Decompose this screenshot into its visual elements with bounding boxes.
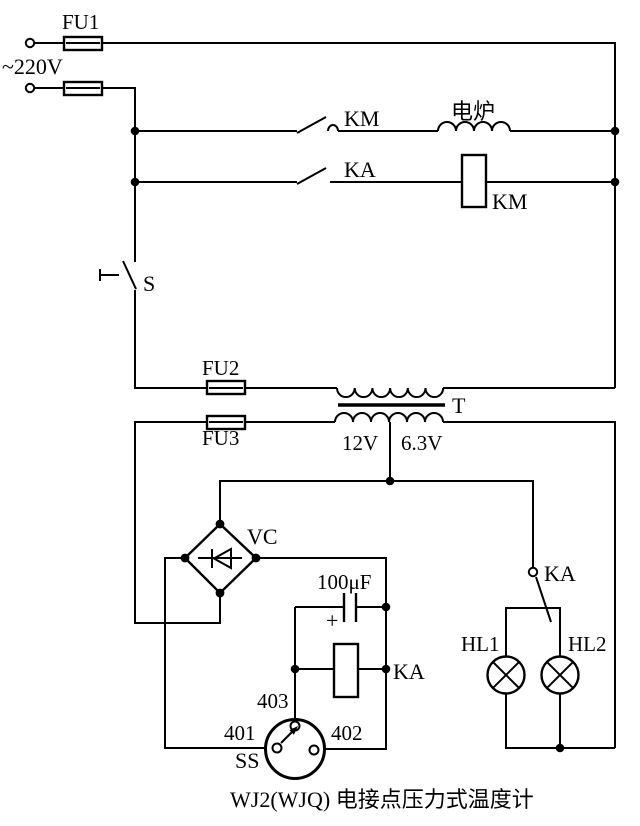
ka-coil xyxy=(332,642,360,699)
contactor-branch: KA KM xyxy=(135,153,615,214)
km-contact-label: KM xyxy=(344,106,379,131)
junction-dot xyxy=(555,743,565,753)
ss-wiper-arrowhead xyxy=(289,726,298,735)
ka-lamp-contact-pivot xyxy=(527,566,539,578)
supply-terminal-l2 xyxy=(24,82,36,94)
terminal-403-label: 403 xyxy=(257,689,289,713)
ka-contact-blade xyxy=(296,167,327,185)
relay-section: 100μF + KA xyxy=(290,570,425,719)
wire-line2-top xyxy=(34,87,136,262)
wire-dc-positive xyxy=(256,557,387,750)
lamp-hl1-cross xyxy=(492,661,520,689)
tap-63v-label: 6.3V xyxy=(401,431,442,455)
terminal-402-label: 402 xyxy=(331,721,363,745)
junction-dot xyxy=(290,664,300,674)
tap-12v-label: 12V xyxy=(342,431,378,455)
km-contact-blade xyxy=(296,116,327,134)
wire-line2-bottom xyxy=(134,290,337,389)
switch-s-blade xyxy=(122,260,137,290)
heater-label: 电炉 xyxy=(451,99,495,124)
transformer-primary-winding xyxy=(336,387,445,399)
ka-coil-label: KA xyxy=(393,659,425,684)
junction-dot xyxy=(215,519,225,529)
capacitor-polarity: + xyxy=(326,608,338,633)
fuse-fu1-label: FU1 xyxy=(62,10,99,34)
lamp-hl1-label: HL1 xyxy=(461,632,500,656)
lamp-hl2-label: HL2 xyxy=(568,632,607,656)
wire-lamp-bottoms xyxy=(505,693,615,749)
ss-terminal-402 xyxy=(308,744,320,756)
rectifier-label: VC xyxy=(247,524,278,549)
supply-terminal-l1 xyxy=(24,37,36,49)
ss-switch-label: SS xyxy=(235,748,259,773)
transformer-label: T xyxy=(452,393,466,418)
fuse-fu2-label: FU2 xyxy=(202,356,239,380)
transformer-secondary-winding xyxy=(334,412,444,423)
fuse-fu3-label: FU3 xyxy=(202,426,239,450)
terminal-401-label: 401 xyxy=(224,721,256,745)
lamp-hl2-cross xyxy=(546,661,574,689)
switch-s-label: S xyxy=(143,271,155,296)
supply-section: FU1 ~220V xyxy=(2,10,620,389)
km-coil xyxy=(460,153,488,209)
ka-lamp-contact-label: KA xyxy=(544,561,576,586)
temp-switch-section: 403 401 402 SS xyxy=(224,689,363,780)
wire-secondary-right xyxy=(443,421,616,748)
km-coil-label: KM xyxy=(492,189,527,214)
ka-lamp-contact-blade xyxy=(535,576,552,623)
rectifier-section: VC xyxy=(164,480,534,750)
junction-dot xyxy=(381,664,391,674)
km-contact-hook xyxy=(327,124,339,132)
wire-secondary-left xyxy=(134,421,335,624)
wire-lamp-tops xyxy=(505,607,561,657)
ss-wiper-shaft xyxy=(280,731,293,744)
rectifier-diode-triangle xyxy=(211,547,232,570)
ss-terminal-401 xyxy=(271,742,283,754)
junction-dot xyxy=(381,602,391,612)
wire-dc-negative xyxy=(164,557,266,749)
wire-dc-feed xyxy=(219,480,534,568)
supply-voltage-label: ~220V xyxy=(2,54,63,79)
transformer-section: FU2 T FU3 12V 6.3V xyxy=(134,356,616,748)
ka-contact-label: KA xyxy=(344,157,376,182)
wire-line1 xyxy=(34,42,616,388)
capacitor-label: 100μF xyxy=(317,570,371,594)
ss-switch-body xyxy=(264,718,326,780)
switch-s: S xyxy=(99,260,155,296)
diagram-caption: WJ2(WJQ) 电接点压力式温度计 xyxy=(230,787,534,812)
heater-branch: KM 电炉 xyxy=(135,99,615,134)
indicator-section: KA HL1 HL2 xyxy=(461,561,615,753)
heater-element xyxy=(437,121,511,132)
junction-dot xyxy=(215,588,225,598)
